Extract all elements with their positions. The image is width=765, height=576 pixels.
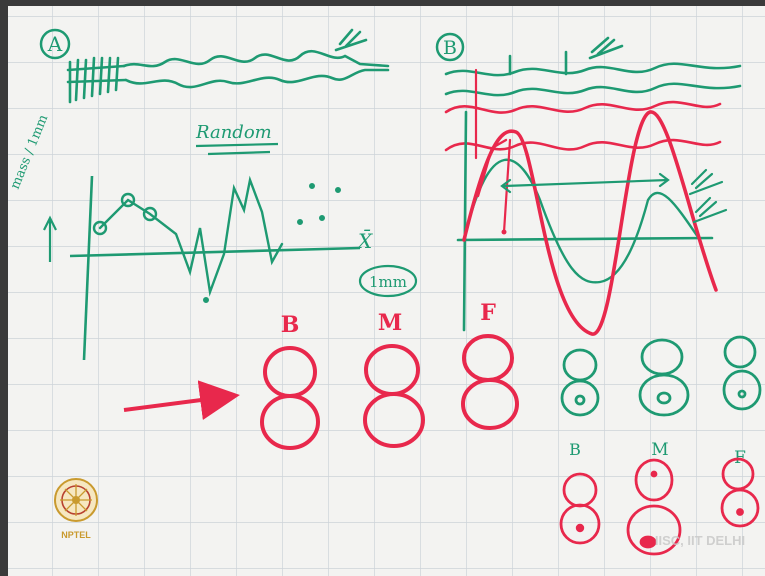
big-figure-eight-m xyxy=(363,344,425,448)
sine-plot-axes xyxy=(456,110,714,332)
small-green-eight-2 xyxy=(638,338,690,417)
small-green-eight-3 xyxy=(722,335,762,411)
panel-a-jet-sketch xyxy=(66,28,390,104)
small-m-label: M xyxy=(651,440,668,460)
big-figure-eight-b xyxy=(260,346,320,450)
small-green-eight-1 xyxy=(560,348,600,417)
small-red-eight-3 xyxy=(720,457,760,528)
svg-text:B: B xyxy=(443,37,457,59)
red-pointer-arrow xyxy=(123,380,240,420)
panel-a-label: A xyxy=(39,28,71,60)
mass-plot-trace xyxy=(92,175,342,304)
random-label: Random xyxy=(195,122,279,156)
big-m-label: M xyxy=(378,310,402,336)
svg-text:1mm: 1mm xyxy=(369,273,407,291)
big-b-label: B xyxy=(281,312,300,338)
paper-grid xyxy=(8,6,765,576)
institution-watermark: IISC, IIT DELHI xyxy=(655,533,745,548)
panel-b-label: B xyxy=(435,32,465,62)
sine-curves xyxy=(462,110,728,336)
x-axis-label: X̄ xyxy=(356,228,373,253)
svg-text:Random: Random xyxy=(195,122,272,143)
nptel-logo: NPTEL xyxy=(54,478,98,540)
svg-text:A: A xyxy=(47,32,63,56)
big-figure-eight-f xyxy=(461,334,519,430)
big-f-label: F xyxy=(480,300,496,326)
small-red-eight-2 xyxy=(626,458,682,556)
nptel-logo-text: NPTEL xyxy=(61,530,91,540)
small-b-label: B xyxy=(569,440,581,459)
one-mm-label: 1mm xyxy=(358,264,418,298)
small-red-eight-1 xyxy=(559,472,601,545)
mass-plot-axes xyxy=(69,175,361,361)
